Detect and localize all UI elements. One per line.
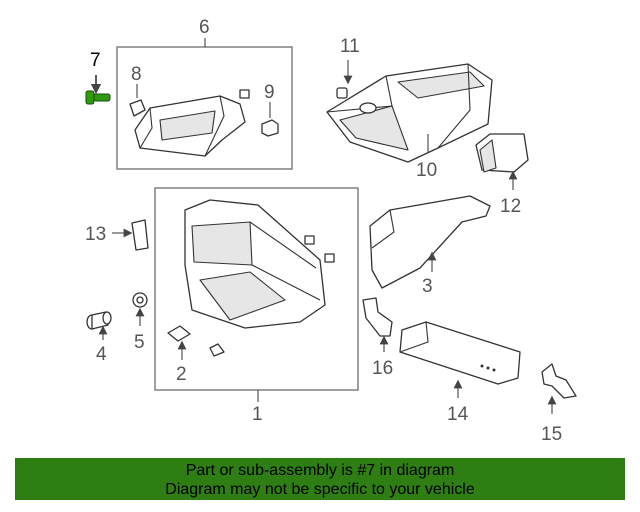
callout-8[interactable]: 8: [131, 64, 142, 85]
part-6-glove-box[interactable]: [134, 89, 250, 157]
part-16-bracket[interactable]: [362, 297, 393, 352]
callout-13[interactable]: 13: [85, 224, 106, 245]
callout-10[interactable]: 10: [416, 160, 437, 181]
part-12-bracket[interactable]: [475, 133, 529, 190]
part-8-clip[interactable]: [129, 84, 146, 117]
part-10-vent-unit[interactable]: [326, 63, 493, 163]
part-13-cap[interactable]: [112, 219, 149, 251]
part-2-clip[interactable]: [167, 325, 225, 360]
part-15-clip[interactable]: [541, 363, 577, 414]
callout-2[interactable]: 2: [176, 364, 187, 385]
callout-7[interactable]: 7: [90, 50, 101, 71]
callout-16[interactable]: 16: [372, 358, 393, 379]
part-4-bushing[interactable]: [86, 311, 112, 340]
callout-6[interactable]: 6: [199, 17, 210, 38]
callout-14[interactable]: 14: [447, 404, 469, 425]
part-11-screw[interactable]: [336, 60, 353, 99]
callout-4[interactable]: 4: [96, 344, 107, 365]
part-3-panel[interactable]: [369, 195, 491, 289]
callout-11[interactable]: 11: [340, 36, 360, 57]
callout-1[interactable]: 1: [252, 404, 263, 425]
callout-9[interactable]: 9: [264, 82, 275, 103]
callout-3[interactable]: 3: [422, 276, 433, 297]
part-14-panel[interactable]: [399, 321, 521, 398]
callout-12[interactable]: 12: [500, 196, 521, 217]
part-9-block[interactable]: [261, 102, 279, 137]
banner-line-1: Part or sub-assembly is #7 in diagram: [185, 462, 455, 479]
callout-5[interactable]: 5: [134, 332, 145, 353]
info-banner: Part or sub-assembly is #7 in diagram Di…: [15, 458, 625, 500]
callout-15[interactable]: 15: [541, 424, 562, 445]
part-1-console[interactable]: [184, 199, 335, 329]
parts-diagram: 6 1 7 8 9 11: [85, 17, 577, 445]
banner-line-2: Diagram may not be specific to your vehi…: [165, 481, 475, 498]
part-7-bolt[interactable]: [85, 75, 111, 105]
part-5-grommet[interactable]: [132, 292, 148, 326]
